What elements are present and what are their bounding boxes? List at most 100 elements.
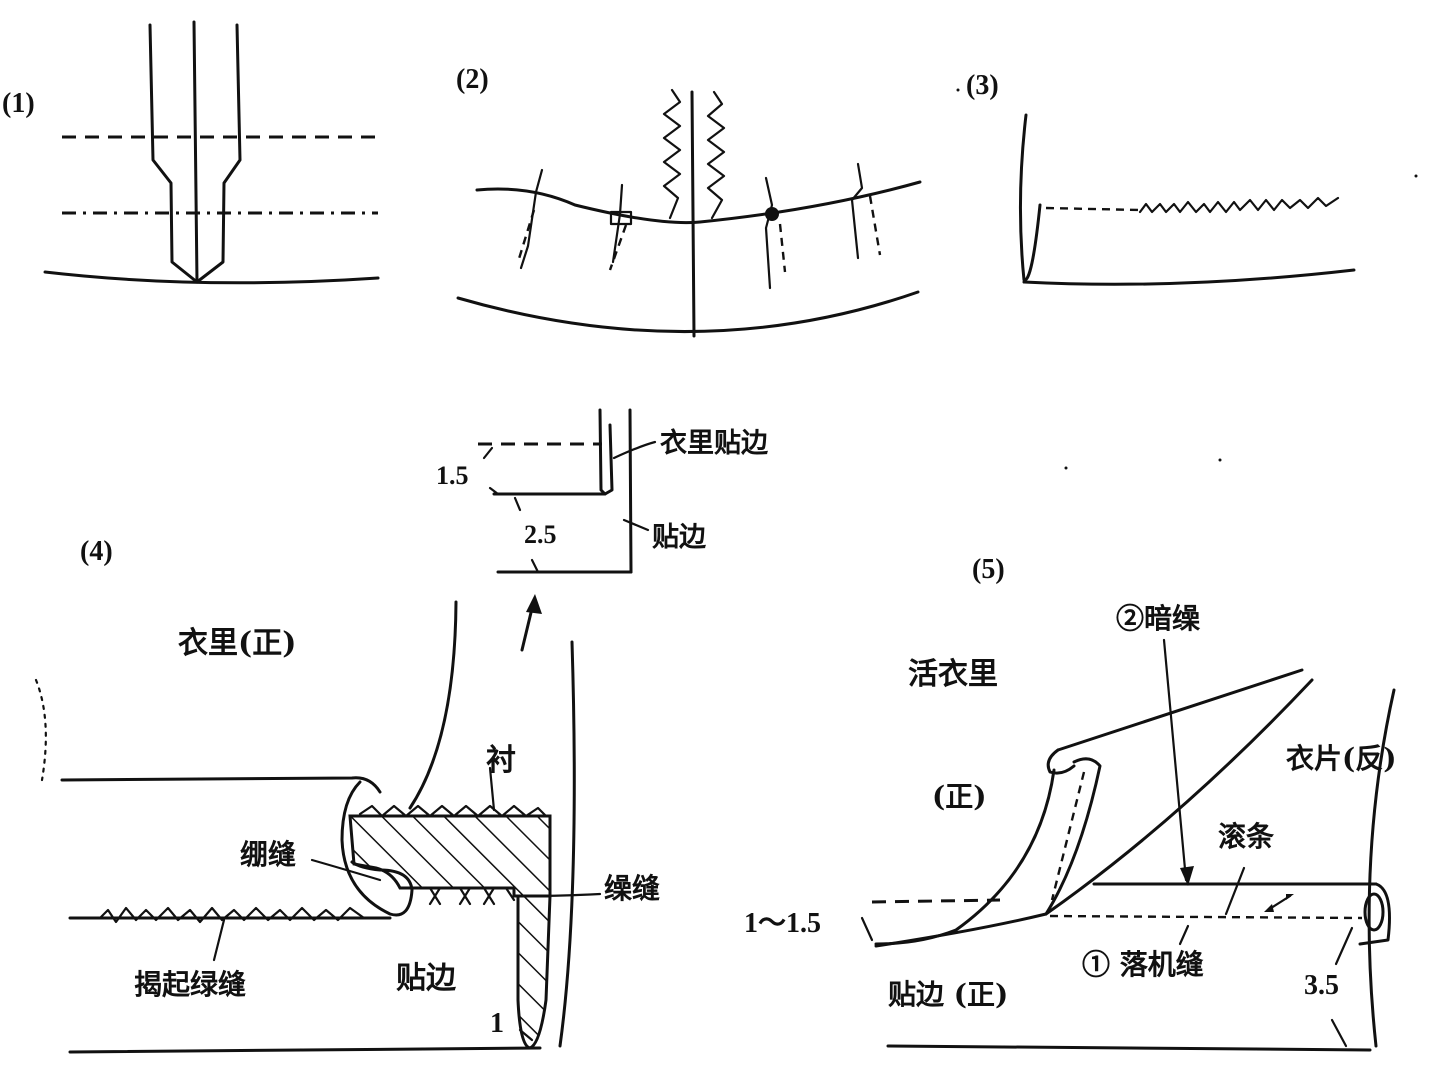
label-lining-right: 衣里(正) bbox=[178, 626, 296, 661]
tack-2-stitch bbox=[608, 224, 628, 271]
hem-bottom-edge bbox=[886, 1044, 1372, 1052]
blind-hem-crosses bbox=[428, 886, 516, 906]
side-fold bbox=[1018, 113, 1042, 282]
panel-2: (2) bbox=[456, 64, 922, 338]
lining-top-edge bbox=[60, 776, 382, 794]
label-basting: 绷缝 bbox=[240, 838, 296, 871]
arrow-up-icon bbox=[526, 594, 542, 614]
dim-left-tick bbox=[860, 916, 874, 942]
pleat-center-fold bbox=[192, 20, 199, 284]
lining-stitch bbox=[1050, 771, 1086, 901]
leader-blind-hem bbox=[528, 892, 602, 898]
tack-4-stitch bbox=[868, 195, 882, 256]
tack-2 bbox=[611, 183, 624, 264]
interlining-block bbox=[348, 814, 552, 898]
tack-2-knot bbox=[609, 210, 633, 226]
lining-facing-fold bbox=[598, 408, 614, 496]
dim-1-5: 1.5 bbox=[436, 461, 469, 490]
tick-1-5-top bbox=[482, 446, 494, 460]
blind-stitches bbox=[1138, 196, 1340, 214]
speck bbox=[956, 88, 960, 92]
facing-outer-edge bbox=[628, 408, 633, 574]
label-blind-hem: 缲缝 bbox=[604, 872, 660, 905]
hem-line bbox=[1022, 268, 1356, 286]
arrow-down-icon bbox=[1180, 866, 1194, 886]
dim-2-5: 2.5 bbox=[524, 520, 557, 549]
tack-3 bbox=[764, 176, 774, 290]
edge-fade bbox=[34, 678, 47, 782]
zigzag-stitch-left bbox=[662, 88, 682, 220]
panel-4: (4) 衣里(正) 衬 绷缝 缲缝 揭起绿缝 贴边 1 bbox=[34, 536, 660, 1054]
raised-hem-stitch bbox=[98, 906, 366, 924]
hem-tick bbox=[1330, 1018, 1348, 1048]
leader-blind-stitch bbox=[1162, 638, 1188, 882]
panel-1: (1) bbox=[2, 20, 380, 285]
pleat-left-edge bbox=[148, 23, 199, 284]
leader-binding bbox=[1224, 866, 1246, 916]
panel-4-label: (4) bbox=[80, 536, 113, 567]
leader-basting bbox=[310, 858, 382, 882]
label-drop-stitch: ① 落机缝 bbox=[1082, 948, 1204, 981]
panel-3: (3) bbox=[966, 70, 1356, 286]
label-interlining: 衬 bbox=[486, 743, 516, 778]
garment-side-curve bbox=[1367, 688, 1396, 1048]
dim-left: 1～1.5 bbox=[744, 908, 821, 939]
leader-raised-hem bbox=[212, 918, 226, 962]
lining-roll-top bbox=[1046, 748, 1076, 775]
label-right-side: (正) bbox=[932, 780, 987, 813]
label-loose-lining: 活衣里 bbox=[908, 657, 998, 692]
lining-top-edge bbox=[1056, 668, 1304, 752]
label-facing: 贴边 bbox=[396, 961, 457, 996]
label-raised-hem: 揭起绿缝 bbox=[134, 968, 246, 1001]
speck bbox=[1064, 466, 1068, 470]
hem-bottom-edge bbox=[68, 1046, 542, 1054]
dim-left-dash bbox=[871, 898, 1001, 904]
stitch-line bbox=[1045, 206, 1141, 212]
leader-interlining bbox=[488, 766, 496, 812]
tack-3-stitch bbox=[778, 223, 787, 273]
lining-roll-front bbox=[1044, 757, 1102, 916]
leader-dim-1 bbox=[518, 1028, 534, 1042]
tack-4 bbox=[850, 162, 864, 260]
leader-lining-facing bbox=[612, 440, 657, 460]
leader-facing bbox=[622, 518, 650, 532]
zigzag-stitch-right bbox=[706, 90, 726, 220]
detail-inset: 衣里贴边 贴边 1.5 2.5 bbox=[436, 408, 769, 652]
panel-5: (5) ②暗缲 活衣里 (正) 衣片(反) 滚条 1～1.5 ① 落机缝 贴边 … bbox=[744, 554, 1397, 1052]
label-blind-stitch: ②暗缲 bbox=[1116, 602, 1201, 635]
interlining-hem-strip bbox=[516, 894, 552, 1050]
tack-3-knot bbox=[765, 207, 779, 221]
dim-1: 1 bbox=[490, 1008, 504, 1039]
dim-right: 3.5 bbox=[1304, 970, 1339, 1001]
label-facing: 贴边 bbox=[652, 522, 707, 553]
speck bbox=[1218, 458, 1222, 462]
hem-bottom-curve bbox=[456, 290, 920, 333]
garment-panel-edge bbox=[874, 678, 1314, 948]
tack-1-stitch bbox=[516, 209, 536, 263]
garment-curve bbox=[558, 640, 576, 1048]
lining-curve bbox=[408, 600, 458, 810]
panel-3-label: (3) bbox=[966, 70, 999, 101]
label-binding: 滚条 bbox=[1218, 820, 1274, 853]
leader-drop-stitch bbox=[1178, 924, 1190, 946]
tick-2-5-bottom bbox=[530, 558, 540, 574]
leader-dim-right bbox=[1334, 926, 1354, 966]
panel-2-label: (2) bbox=[456, 64, 489, 95]
tick-1-5-bottom bbox=[488, 486, 500, 496]
panel-5-label: (5) bbox=[972, 554, 1005, 585]
drop-stitch-line bbox=[1049, 914, 1363, 920]
speck bbox=[1414, 174, 1418, 178]
tack-1 bbox=[519, 168, 544, 270]
label-lining-facing: 衣里贴边 bbox=[660, 427, 769, 459]
panel-1-label: (1) bbox=[2, 88, 35, 119]
interlining-stitch bbox=[358, 804, 548, 818]
label-facing-right: 贴边 (正) bbox=[888, 978, 1008, 1011]
binding-end-roll bbox=[1363, 892, 1385, 932]
hem-curve bbox=[43, 270, 380, 285]
double-arrow-icon bbox=[1264, 894, 1294, 912]
center-seam bbox=[690, 90, 696, 338]
pleat-right-edge bbox=[195, 23, 242, 284]
tick-2-5-top bbox=[513, 496, 522, 512]
binding-end bbox=[1358, 882, 1391, 946]
